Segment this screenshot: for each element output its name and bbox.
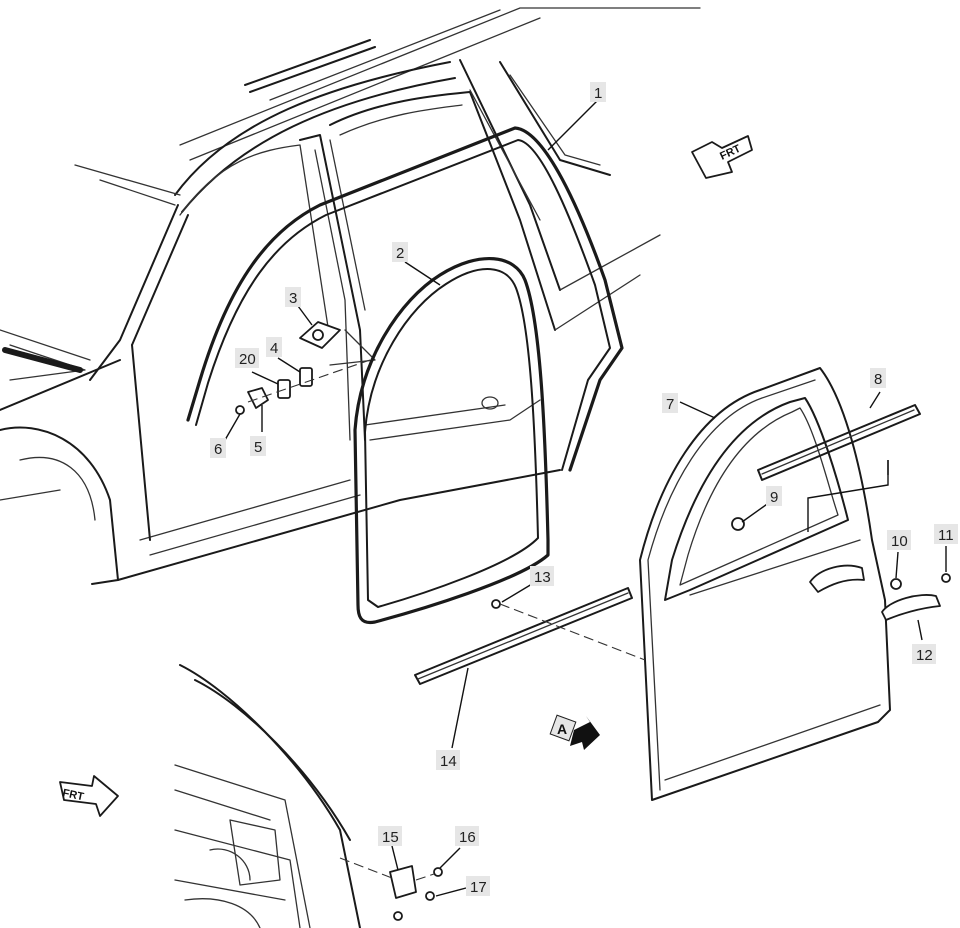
callout-12: 12: [912, 644, 936, 664]
callout-2: 2: [392, 242, 408, 262]
bolt-17: [425, 891, 435, 901]
hinge-inset: [174, 664, 443, 928]
callout-6: 6: [210, 438, 226, 458]
callout-1-label: 1: [594, 85, 602, 102]
callout-9-label: 9: [770, 489, 778, 506]
callout-7-label: 7: [666, 396, 674, 413]
callout-5: 5: [250, 436, 266, 456]
callout-15-label: 15: [382, 829, 399, 846]
front-arrow-top: FRT: [691, 135, 753, 179]
handle-parts: [731, 517, 951, 621]
callout-10-label: 10: [891, 533, 908, 550]
front-arrow-bottom-label: FRT: [61, 787, 85, 803]
callout-4: 4: [266, 337, 282, 357]
callout-8-label: 8: [874, 371, 882, 388]
callout-1: 1: [590, 82, 606, 102]
callout-11-label: 11: [938, 527, 954, 544]
view-a-marker: A: [549, 714, 600, 750]
callout-6-label: 6: [214, 441, 222, 458]
door-opening-weatherstrip: [353, 256, 550, 625]
callout-8: 8: [870, 368, 886, 388]
callout-14: 14: [436, 750, 460, 770]
callout-17: 17: [466, 876, 490, 896]
handle-bezel: [809, 564, 865, 593]
callout-17-label: 17: [470, 879, 487, 896]
callout-20-label: 20: [239, 351, 256, 368]
callout-13: 13: [530, 566, 554, 586]
callout-13-label: 13: [534, 569, 551, 586]
bracket-5: [247, 387, 269, 409]
view-a-label: A: [557, 721, 567, 737]
callout-5-label: 5: [254, 439, 262, 456]
callout-3-label: 3: [289, 290, 297, 307]
bolt-11: [941, 573, 951, 583]
bolt-6: [235, 405, 245, 415]
callout-16: 16: [455, 826, 479, 846]
callout-20: 20: [235, 348, 259, 368]
front-arrow-bottom: FRT: [59, 775, 119, 817]
callout-15: 15: [378, 826, 402, 846]
vehicle-body: [0, 7, 701, 585]
spacer-4: [299, 367, 313, 387]
callout-4-label: 4: [270, 340, 278, 357]
callout-9: 9: [766, 486, 782, 506]
bolt-16: [433, 867, 443, 877]
belt-molding: [757, 404, 921, 481]
callout-14-label: 14: [440, 753, 457, 770]
striker-parts: [235, 321, 371, 415]
clip-9: [731, 517, 745, 531]
callout-2-label: 2: [396, 245, 404, 262]
callouts: 1 2 3 4 5 6 7 8 9 10 11 12 13 14 15 16 1…: [210, 82, 958, 896]
nut-10: [890, 578, 902, 590]
hinge-15: [389, 865, 417, 899]
callout-11: 11: [934, 524, 958, 544]
callout-12-label: 12: [916, 647, 933, 664]
callout-16-label: 16: [459, 829, 476, 846]
roof-weatherstrip: [186, 126, 624, 472]
leader-lines: [224, 99, 947, 897]
spacer-20: [277, 379, 291, 399]
outside-handle-12: [881, 594, 941, 621]
callout-7: 7: [662, 393, 678, 413]
lower-molding: [414, 587, 646, 685]
front-door-shell: [639, 367, 891, 801]
clip-13: [491, 599, 501, 609]
callout-3: 3: [285, 287, 301, 307]
callout-10: 10: [887, 530, 911, 550]
